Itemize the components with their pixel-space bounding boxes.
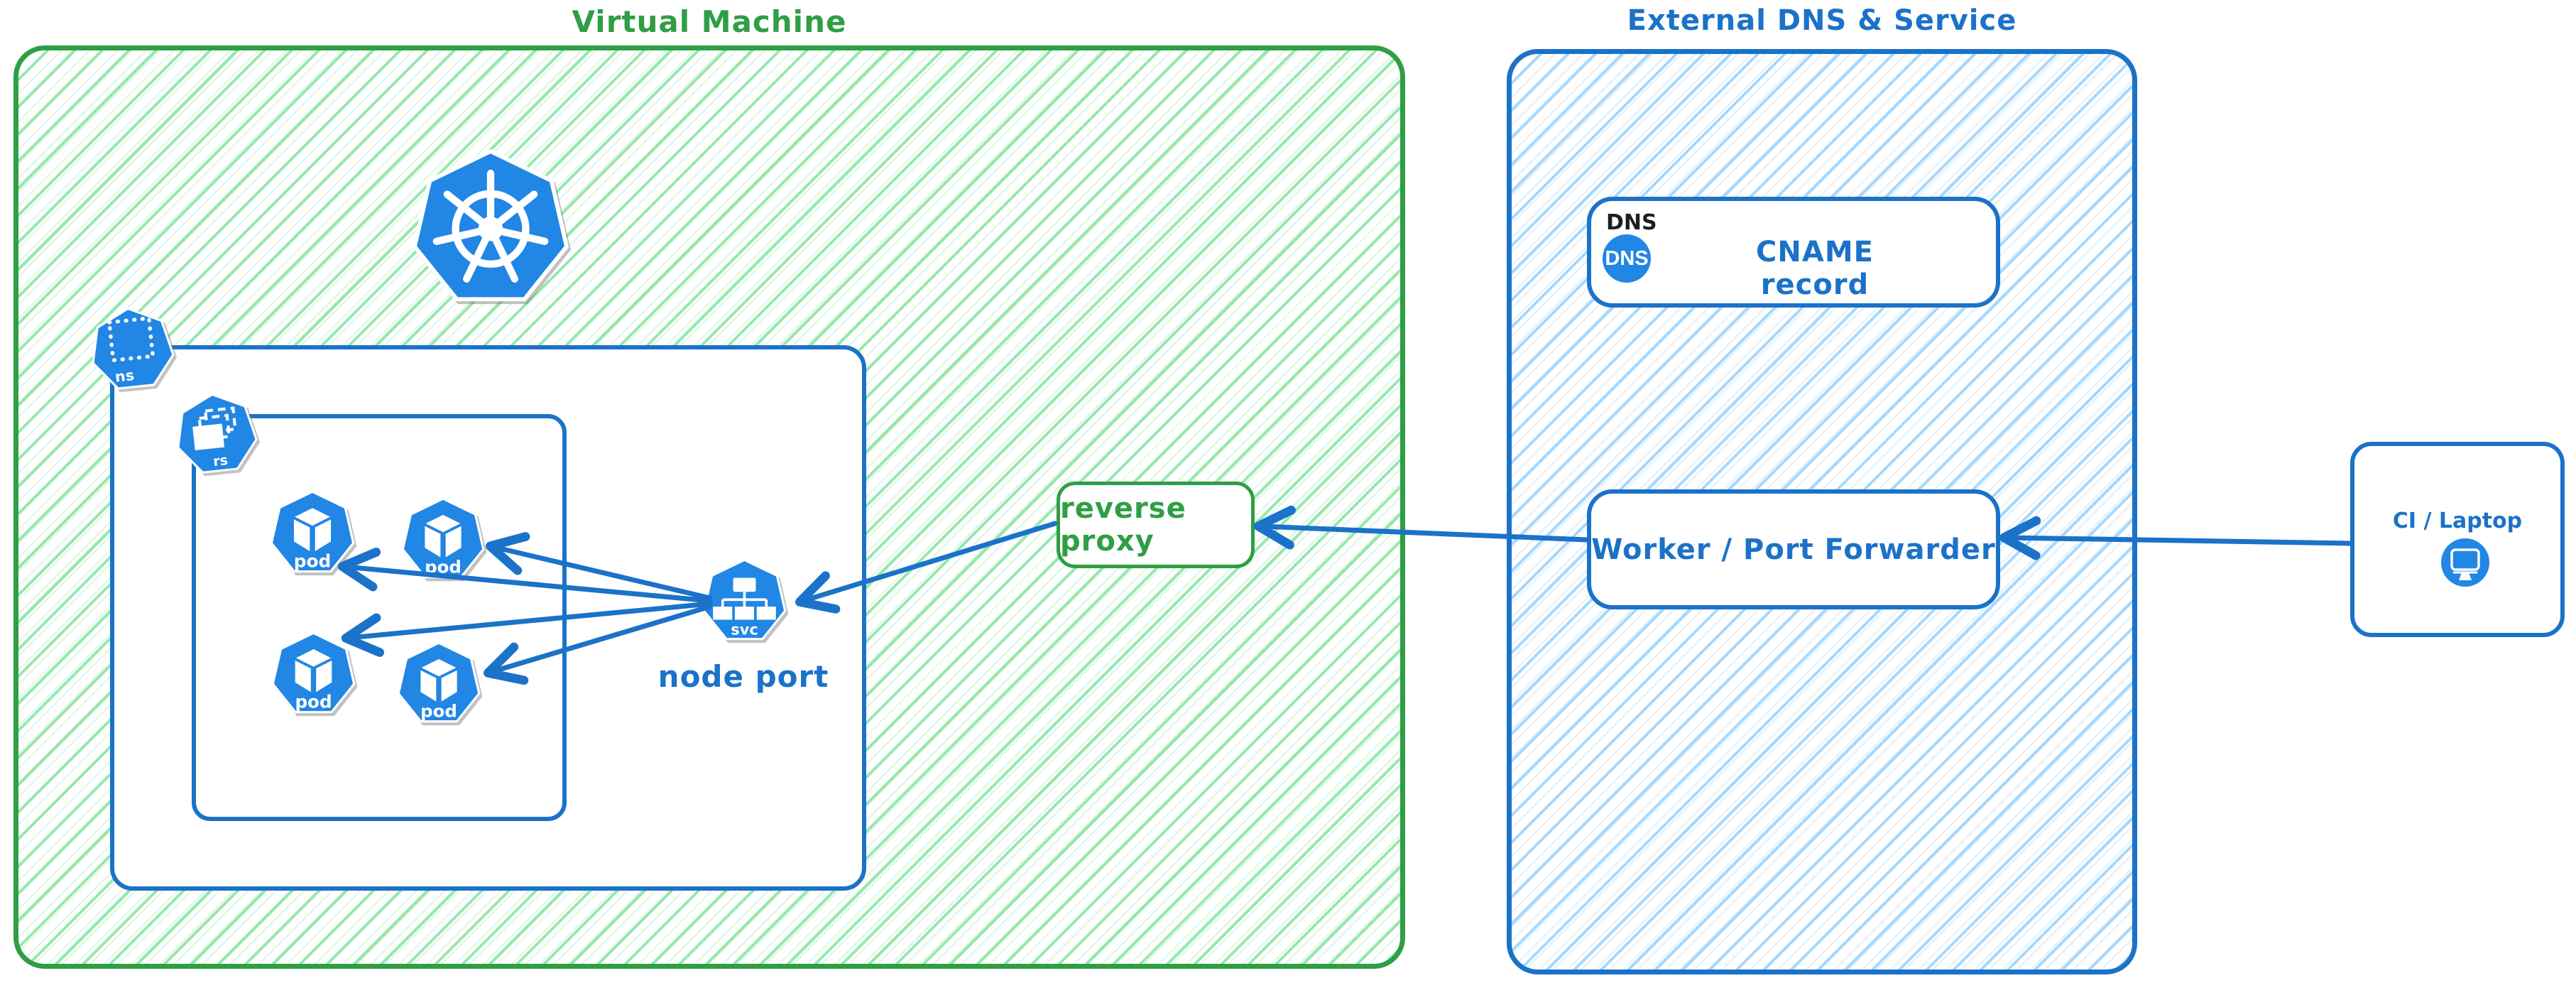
arrow-reverse-proxy-to-service	[795, 521, 1058, 614]
pod-icon: pod	[270, 490, 355, 573]
arrow-service-to-pod-2	[485, 532, 713, 601]
namespace-icon: ns	[92, 307, 175, 390]
monitor-icon	[2441, 538, 2489, 587]
worker-port-forwarder-label: Worker / Port Forwarder	[1591, 533, 1996, 566]
svg-text:pod: pod	[420, 701, 457, 722]
svg-text:pod: pod	[295, 691, 332, 712]
node-port-label: node port	[657, 659, 829, 694]
ci-laptop-box	[2350, 442, 2565, 637]
arrow-ci-to-worker	[1999, 516, 2353, 560]
reverse-proxy-label: reverse proxy	[1060, 492, 1186, 558]
svg-text:pod: pod	[294, 550, 332, 571]
worker-port-forwarder-box: Worker / Port Forwarder	[1587, 489, 2000, 609]
arrow-service-to-pod-3	[341, 601, 713, 657]
ci-laptop-label: CI / Laptop	[2392, 509, 2523, 533]
replicaset-icon: rs	[177, 393, 258, 474]
vm-title: Virtual Machine	[572, 4, 847, 39]
pod-icon: pod	[397, 641, 481, 723]
reverse-proxy-box: reverse proxy	[1057, 482, 1255, 568]
pod-icon: pod	[271, 631, 356, 714]
svg-text:svc: svc	[731, 621, 758, 638]
kubernetes-logo-icon	[412, 148, 569, 302]
dns-badge-label: DNS	[1605, 246, 1649, 270]
dns-badge-icon: DNS	[1603, 234, 1651, 283]
external-dns-title: External DNS & Service	[1627, 4, 2017, 37]
dns-card-heading: DNS	[1606, 210, 1657, 235]
cname-record-label: CNAME record	[1756, 236, 1874, 301]
svg-text:rs: rs	[212, 452, 229, 469]
dns-record-card	[1587, 197, 2000, 308]
arrow-service-to-pod-4	[484, 604, 713, 685]
service-icon: svc	[702, 558, 787, 641]
svg-text:ns: ns	[114, 366, 135, 386]
arrow-worker-to-reverse-proxy	[1253, 505, 1590, 550]
arrow-service-to-pod-1	[337, 548, 713, 604]
